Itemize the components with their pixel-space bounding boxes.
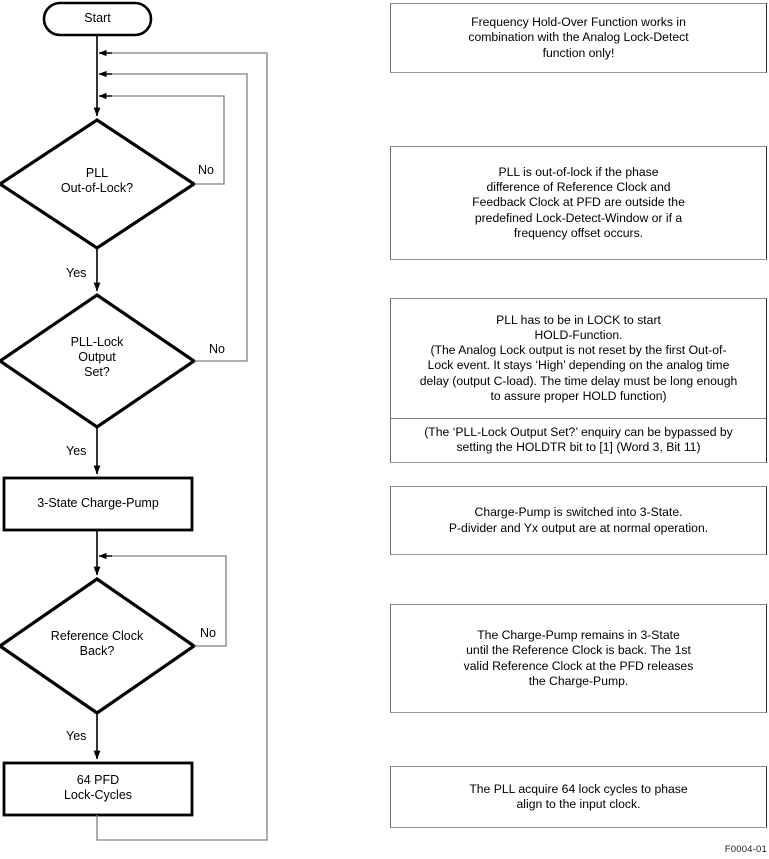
callout-6-line-2: align to the input clock. [516, 797, 641, 811]
node-process-64-pfd-lock-cycles [2, 761, 194, 817]
loop-decision1-no-to-top [103, 95, 225, 185]
loop-decision3-no-to-above [103, 555, 227, 647]
callout-1-text: Frequency Hold-Over Function works in co… [391, 15, 766, 61]
callout-3-line-3: (The Analog Lock output is not reset by … [430, 343, 727, 358]
callout-box-2: PLL is out-of-lock if the phase differen… [390, 146, 767, 260]
edge-label-decision2-no: No [209, 342, 225, 356]
node-process-3-state-charge-pump [2, 476, 194, 532]
callout-5-text: The Charge-Pump remains in 3-State until… [391, 628, 766, 689]
edge-label-decision1-no: No [198, 163, 214, 177]
node-decision-reference-clock-back [0, 577, 197, 715]
callout-box-5: The Charge-Pump remains in 3-State until… [390, 604, 767, 713]
edge-label-decision3-yes: Yes [66, 729, 87, 743]
callout-6-text: The PLL acquire 64 lock cycles to phase … [391, 782, 766, 812]
callout-3-note: (The ‘PLL-Lock Output Set?’ enquiry can … [391, 417, 766, 462]
callout-2-text: PLL is out-of-lock if the phase differen… [391, 165, 766, 241]
edge-label-decision2-yes: Yes [66, 444, 87, 458]
callout-3-text: PLL has to be in LOCK to start HOLD-Func… [414, 313, 744, 404]
figure-code-label: F0004-01 [724, 844, 767, 855]
loop-process2-to-top [96, 52, 268, 841]
callout-2-line-3: Feedback Clock at PFD are outside the [472, 195, 685, 210]
callout-3-note-line-2: setting the HOLDTR bit to [1] (Word 3, B… [456, 439, 701, 454]
callout-1-line-3: function only! [542, 45, 615, 60]
callout-1-line-1: Frequency Hold-Over Function works in [471, 15, 686, 30]
callout-3-main: PLL has to be in LOCK to start HOLD-Func… [391, 299, 766, 418]
edge-label-decision3-no: No [200, 626, 216, 640]
node-decision-pll-lock-output-set [0, 293, 197, 429]
callout-2-line-5: frequency offset occurs. [513, 225, 644, 240]
callout-2-line-4: predefined Lock-Detect-Window or if a [474, 210, 683, 225]
callout-4-line-1: Charge-Pump is switched into 3-State. [474, 505, 683, 520]
node-decision-pll-out-of-lock [0, 118, 197, 250]
edge-label-decision1-yes: Yes [66, 266, 87, 280]
callout-1-line-2: combination with the Analog Lock-Detect [468, 30, 689, 45]
callout-3-line-1: PLL has to be in LOCK to start [496, 312, 661, 327]
callout-3-line-5: delay (output C-load). The time delay mu… [419, 373, 738, 388]
callout-2-line-2: difference of Reference Clock and [486, 180, 671, 195]
callout-3-line-2: HOLD-Function. [534, 327, 623, 342]
callout-3-note-text: (The ‘PLL-Lock Output Set?’ enquiry can … [418, 425, 738, 455]
loop-decision2-no-to-top [103, 73, 248, 362]
callout-5-line-4: the Charge-Pump. [528, 673, 629, 688]
callout-box-4: Charge-Pump is switched into 3-State. P-… [390, 486, 767, 555]
node-start [42, 1, 153, 37]
callout-5-line-1: The Charge-Pump remains in 3-State [477, 628, 680, 643]
callout-3-line-4: Lock event. It stays ‘High’ depending on… [427, 358, 730, 373]
callout-5-line-3: valid Reference Clock at the PFD release… [463, 658, 694, 673]
callout-5-line-2: until the Reference Clock is back. The 1… [466, 643, 691, 658]
callout-box-6: The PLL acquire 64 lock cycles to phase … [390, 766, 767, 828]
callout-3-line-6: to assure proper HOLD function) [490, 388, 667, 403]
callout-6-line-1: The PLL acquire 64 lock cycles to phase [469, 781, 688, 796]
callout-3-note-line-1: (The ‘PLL-Lock Output Set?’ enquiry can … [424, 424, 733, 439]
callout-4-text: Charge-Pump is switched into 3-State. P-… [391, 505, 766, 535]
callout-4-line-2: P-divider and Yx output are at normal op… [448, 520, 709, 535]
callout-box-3: PLL has to be in LOCK to start HOLD-Func… [390, 298, 767, 463]
callout-2-line-1: PLL is out-of-lock if the phase [498, 164, 659, 179]
callout-box-1: Frequency Hold-Over Function works in co… [390, 3, 767, 73]
